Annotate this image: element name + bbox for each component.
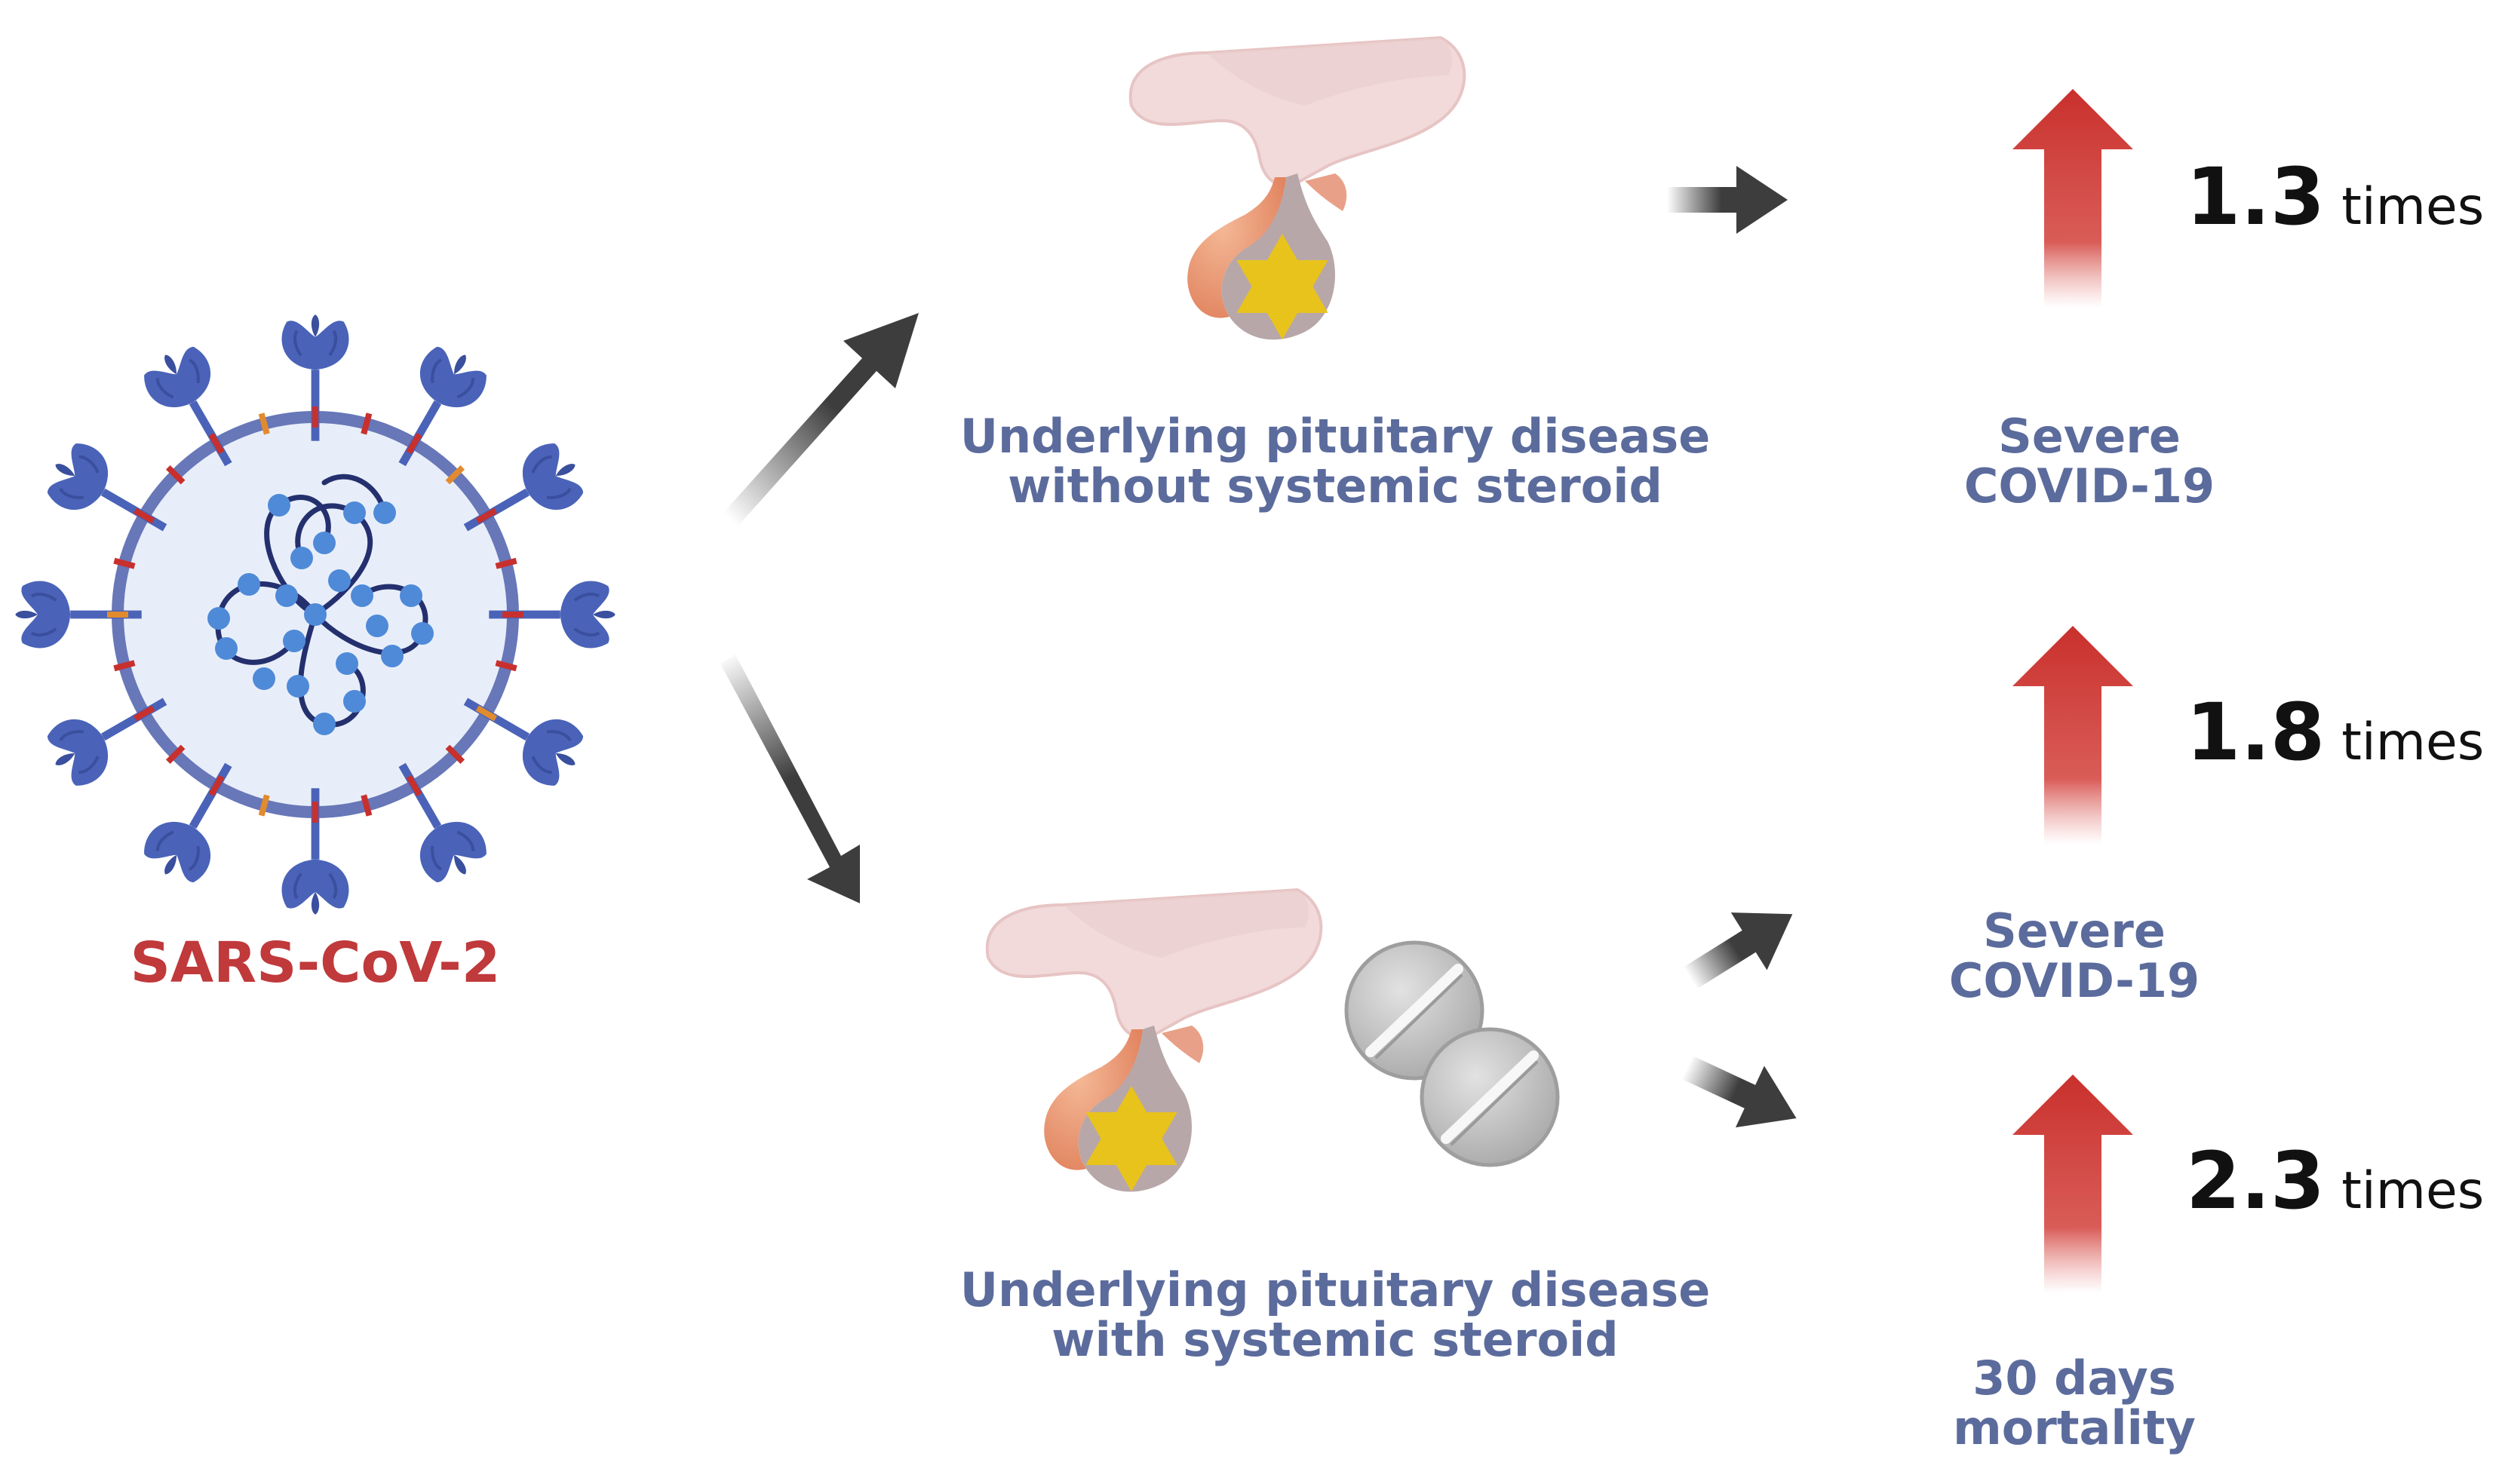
flow-arrow-icon — [720, 655, 860, 903]
rna-node — [336, 652, 358, 675]
outcome-label-severe-covid: Severe COVID-19 — [1963, 409, 2215, 514]
outcome-label-severe-covid: Severe COVID-19 — [1948, 903, 2200, 1008]
rna-node — [328, 569, 351, 592]
rna-node — [411, 622, 434, 645]
rna-node — [400, 584, 422, 607]
rna-node — [268, 494, 290, 517]
rna-node — [366, 615, 388, 637]
membrane-protein — [475, 705, 498, 722]
rna-node — [238, 573, 260, 596]
steroid-pill-icon — [1422, 1029, 1558, 1165]
rna-node — [313, 713, 336, 735]
rna-node — [343, 501, 366, 524]
increase-arrow-icon — [2012, 626, 2133, 845]
membrane-protein — [445, 465, 465, 485]
rna-node — [304, 603, 327, 626]
rna-node — [343, 690, 366, 713]
membrane-protein — [312, 406, 318, 428]
membrane-protein — [165, 744, 186, 765]
flow-arrow-icon — [717, 313, 919, 533]
group-label-with-steroid: Underlying pituitary disease with system… — [959, 1262, 1711, 1367]
membrane-protein — [113, 557, 136, 569]
membrane-protein — [208, 432, 225, 455]
rna-node — [313, 532, 336, 554]
membrane-protein — [312, 802, 318, 823]
membrane-protein — [475, 507, 498, 524]
membrane-protein — [208, 774, 225, 797]
membrane-protein — [495, 557, 517, 569]
membrane-protein — [445, 744, 465, 765]
membrane-protein — [361, 412, 373, 435]
flow-arrow-icon — [1672, 885, 1811, 1007]
rna-node — [253, 667, 275, 690]
membrane-protein — [406, 774, 422, 797]
rna-node — [287, 675, 309, 698]
membrane-protein — [133, 705, 155, 722]
rna-node — [207, 607, 230, 630]
membrane-protein — [495, 660, 517, 672]
membrane-protein — [133, 507, 155, 524]
flow-arrow-icon — [1672, 1036, 1811, 1149]
outcome-label-mortality: 30 days mortality — [1953, 1351, 2196, 1455]
flow-arrow-icon — [1667, 166, 1788, 234]
rna-node — [215, 637, 238, 660]
coronavirus-icon — [15, 314, 615, 914]
rna-node — [373, 501, 396, 524]
membrane-protein — [361, 794, 373, 817]
rna-node — [381, 645, 404, 667]
membrane-protein — [258, 794, 270, 817]
membrane-protein — [406, 432, 422, 455]
membrane-protein — [107, 612, 128, 618]
membrane-protein — [113, 660, 136, 672]
group-label-without-steroid: Underlying pituitary disease without sys… — [959, 409, 1711, 514]
increase-arrow-icon — [2012, 1075, 2133, 1293]
increase-arrow-icon — [2012, 89, 2133, 308]
membrane-protein — [258, 412, 270, 435]
rna-node — [283, 630, 305, 652]
rna-node — [351, 584, 373, 607]
virus-label: SARS-CoV-2 — [130, 931, 501, 995]
rna-node — [275, 584, 298, 607]
rna-node — [290, 547, 313, 569]
membrane-protein — [165, 465, 186, 485]
membrane-protein — [502, 612, 523, 618]
